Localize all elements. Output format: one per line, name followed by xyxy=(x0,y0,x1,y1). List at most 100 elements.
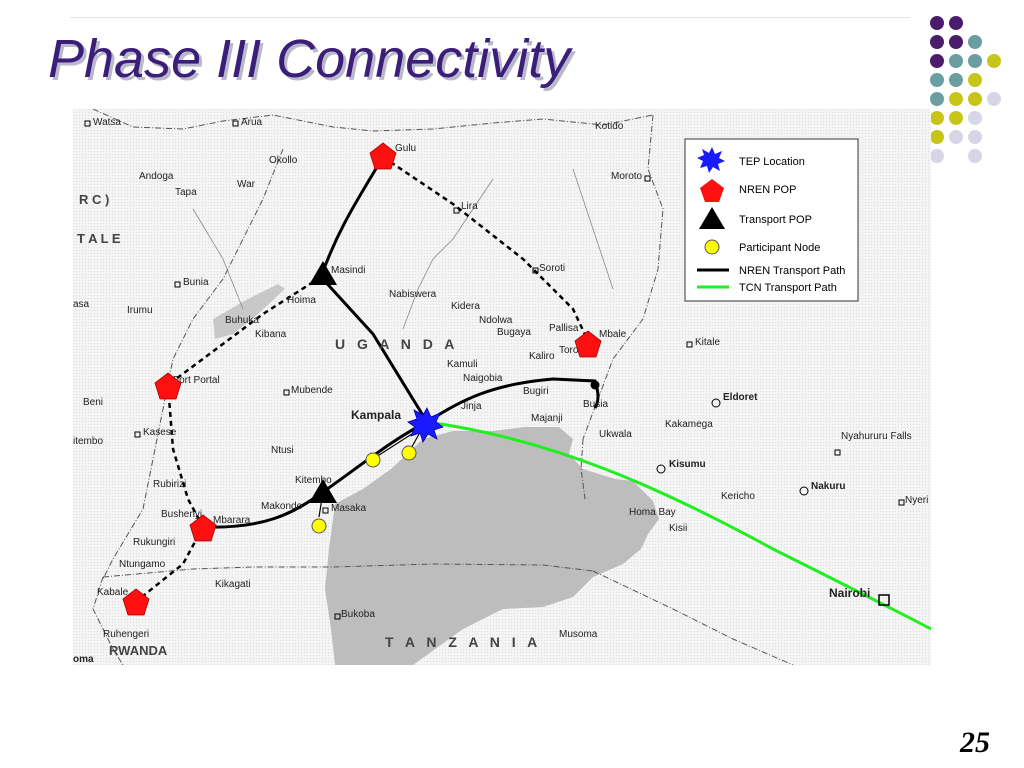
transport-pop xyxy=(309,261,337,285)
place-label: Musoma xyxy=(559,629,598,640)
map-labels: Watsa Arua Gulu Kotido Okollo Andoga War… xyxy=(73,117,928,665)
place-label: Kampala xyxy=(351,408,401,422)
place-label: itembo xyxy=(73,436,103,447)
place-label: Bugaya xyxy=(497,327,531,338)
blue-star-icon xyxy=(697,147,725,173)
page-title: Phase III Connectivity xyxy=(48,29,571,89)
place-label: oma xyxy=(73,654,94,665)
dot xyxy=(930,111,944,125)
country-label: R C ) xyxy=(79,192,109,207)
junction-node xyxy=(590,380,600,390)
legend-label: TEP Location xyxy=(739,156,805,168)
place-label: Makondo xyxy=(261,501,303,512)
place-label: Pallisa xyxy=(549,323,579,334)
dot xyxy=(930,54,944,68)
place-label: Gulu xyxy=(395,143,416,154)
nren-pop xyxy=(189,514,217,542)
tep-location xyxy=(407,407,444,443)
dot xyxy=(968,149,982,163)
country-label: T A L E xyxy=(77,231,121,246)
place-label: Irumu xyxy=(127,305,153,316)
place-label: Kidera xyxy=(451,301,480,312)
transport-pops xyxy=(309,261,337,503)
place-label: Ntusi xyxy=(271,445,294,456)
place-label: Kaliro xyxy=(529,351,555,362)
dot xyxy=(949,111,963,125)
place-label: Mbarara xyxy=(213,515,251,526)
place-label: Busia xyxy=(583,399,608,410)
dot xyxy=(930,130,944,144)
dot xyxy=(930,35,944,49)
dot xyxy=(968,92,982,106)
place-label: Rukungiri xyxy=(133,537,175,548)
place-label: Kakamega xyxy=(665,419,713,430)
country-label: RWANDA xyxy=(109,643,168,658)
place-label: Mubende xyxy=(291,385,333,396)
red-pentagon-icon xyxy=(700,179,724,202)
place-label: Ruhengeri xyxy=(103,629,149,640)
place-label: War xyxy=(237,179,256,190)
dot xyxy=(949,130,963,144)
legend-label: NREN POP xyxy=(739,184,796,196)
place-label: Buhuka xyxy=(225,315,259,326)
nren-pop xyxy=(574,330,602,358)
place-label: Bunia xyxy=(183,277,209,288)
place-label: Soroti xyxy=(539,263,565,274)
place-label: Kikagati xyxy=(215,579,251,590)
place-label: Kibana xyxy=(255,329,287,340)
place-label: Ukwala xyxy=(599,429,632,440)
place-label: Nakuru xyxy=(811,481,845,492)
place-label: Watsa xyxy=(93,117,121,128)
place-label: Ntungamo xyxy=(119,559,166,570)
place-label: Kamuli xyxy=(447,359,478,370)
rivers xyxy=(192,168,614,330)
lake-albert xyxy=(213,284,285,339)
dot xyxy=(949,54,963,68)
place-label: Kitale xyxy=(695,337,720,348)
uganda-connectivity-map: Watsa Arua Gulu Kotido Okollo Andoga War… xyxy=(73,109,931,665)
yellow-circle-icon xyxy=(704,239,720,255)
dot xyxy=(930,73,944,87)
nren-pop xyxy=(369,142,397,170)
place-label: Arua xyxy=(241,117,263,128)
dot xyxy=(949,35,963,49)
legend-label: NREN Transport Path xyxy=(739,265,845,277)
place-label: Fort Portal xyxy=(173,375,220,386)
place-label: Bukoba xyxy=(341,609,375,620)
place-label: Naigobia xyxy=(463,373,503,384)
place-label: Eldoret xyxy=(723,392,758,403)
legend-label: Participant Node xyxy=(739,242,820,254)
dot xyxy=(968,73,982,87)
place-label: Kisii xyxy=(669,523,687,534)
place-label: Masindi xyxy=(331,265,365,276)
nren-pop xyxy=(122,588,150,616)
place-label: Tororo xyxy=(559,345,588,356)
legend-label: Transport POP xyxy=(739,214,812,226)
place-label: Lira xyxy=(461,201,478,212)
nren-pop xyxy=(154,372,182,400)
place-label: Homa Bay xyxy=(629,507,676,518)
place-label: Moroto xyxy=(611,171,643,182)
place-label: Kericho xyxy=(721,491,755,502)
country-label: U G A N D A xyxy=(335,336,458,352)
header-rule xyxy=(70,17,910,18)
dot xyxy=(949,73,963,87)
legend-label: TCN Transport Path xyxy=(739,282,837,294)
place-label: Kisumu xyxy=(669,459,706,470)
dot xyxy=(968,111,982,125)
dot xyxy=(968,35,982,49)
place-label: Bushenyi xyxy=(161,509,202,520)
place-label: Kasese xyxy=(143,427,177,438)
dot xyxy=(949,92,963,106)
country-borders xyxy=(92,109,794,665)
map-legend: TEP Location NREN POP Transport POP Part… xyxy=(684,138,859,302)
place-label: Andoga xyxy=(139,171,174,182)
place-label: Masaka xyxy=(331,503,366,514)
dot xyxy=(987,54,1001,68)
place-label: Hoima xyxy=(287,295,316,306)
nairobi-marker xyxy=(878,594,890,606)
place-label: Nairobi xyxy=(829,586,870,600)
dot xyxy=(968,54,982,68)
decorative-dot-grid xyxy=(926,12,1022,172)
